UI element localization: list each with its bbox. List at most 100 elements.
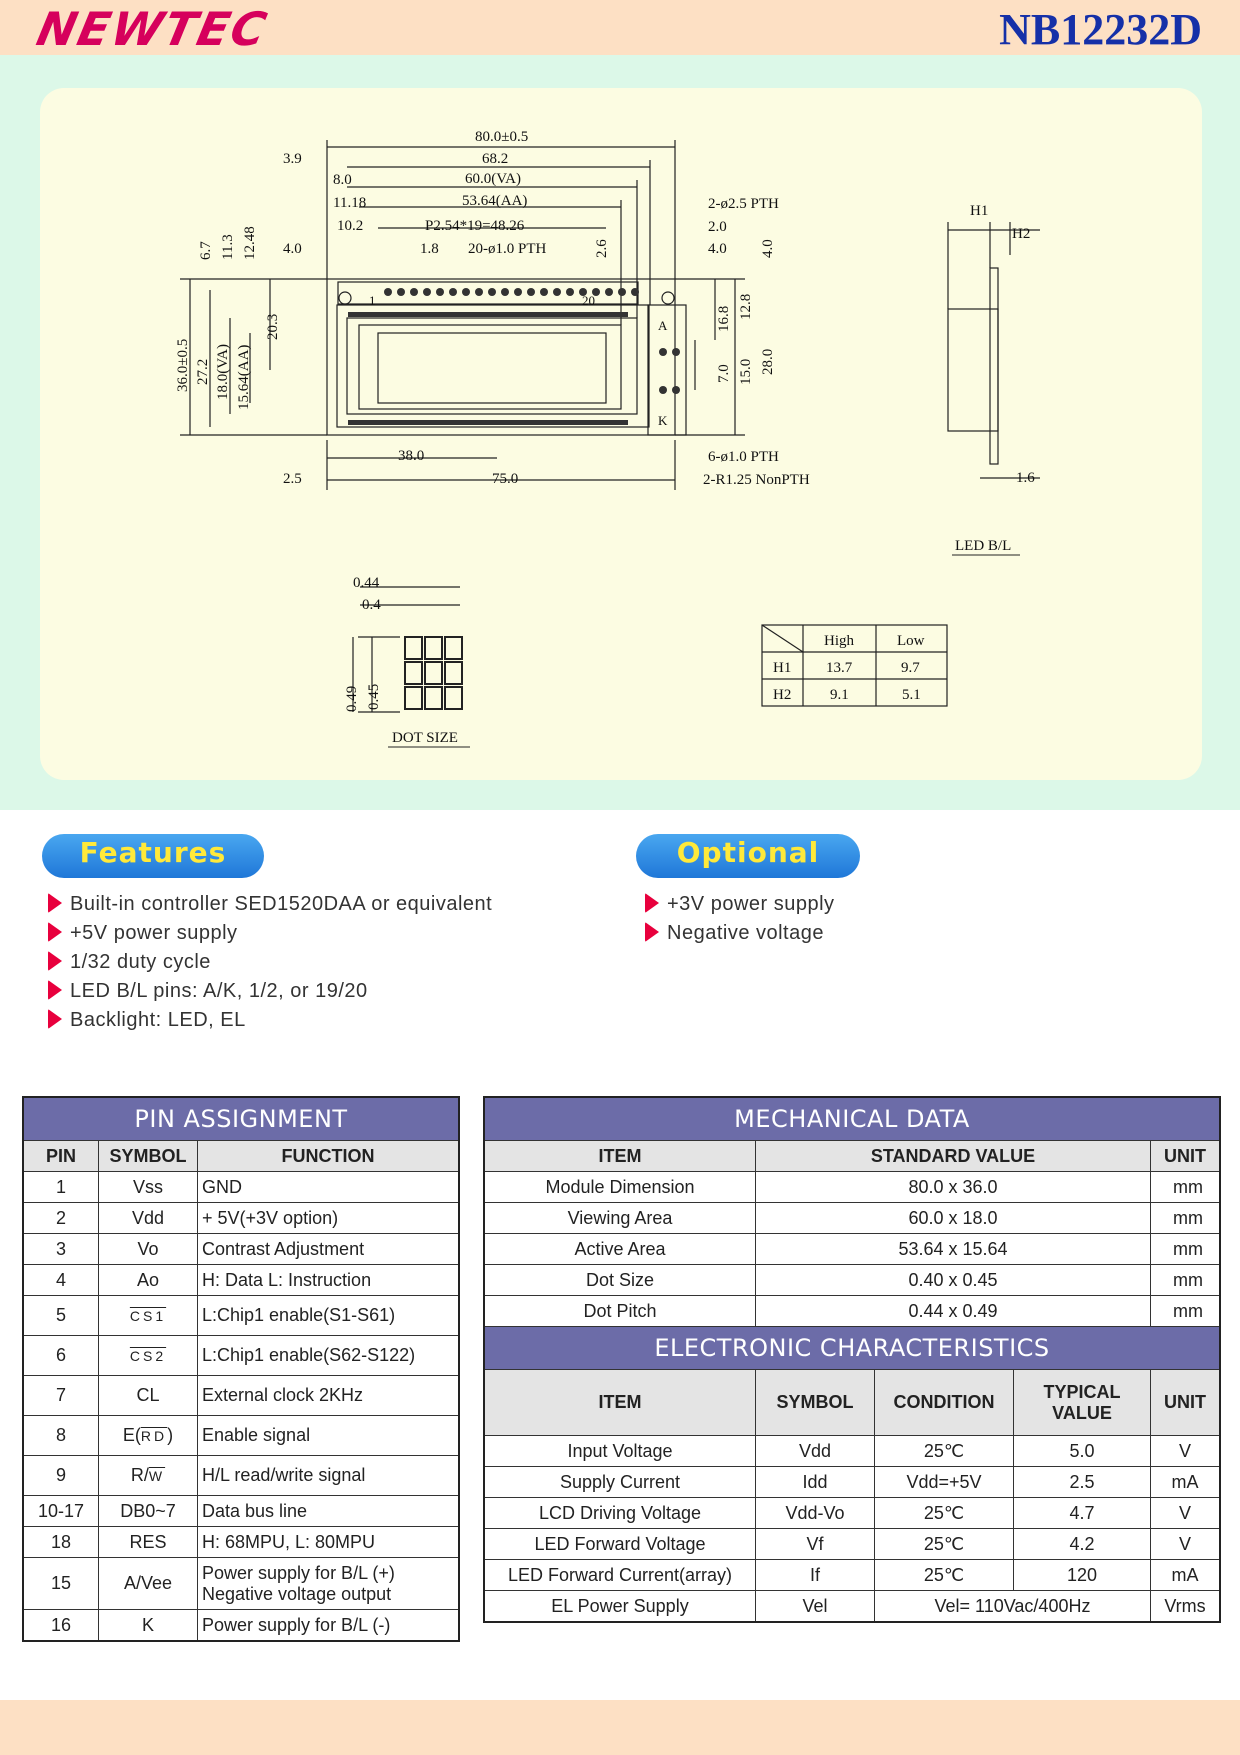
- pin-label: 20: [582, 293, 595, 308]
- dim-label: 15.64(AA): [236, 345, 252, 410]
- column-header: ITEM: [483, 1140, 756, 1172]
- features-heading: Features: [42, 834, 264, 878]
- hl-row-label: H1: [773, 660, 791, 676]
- dim-label: 12.48: [242, 226, 258, 260]
- features-list: Built-in controller SED1520DAA or equiva…: [48, 890, 492, 1035]
- column-header: SYMBOL: [755, 1369, 875, 1436]
- table-title: MECHANICAL DATA: [483, 1096, 1221, 1141]
- dim-label: 18.0(VA): [215, 344, 231, 400]
- hl-row-low: 5.1: [902, 687, 921, 703]
- column-header: UNIT: [1150, 1369, 1221, 1436]
- side-h2-label: H2: [1012, 226, 1030, 242]
- bullet-icon: [48, 951, 62, 971]
- dim-label: 11.3: [220, 234, 236, 260]
- bullet-icon: [645, 922, 659, 942]
- list-item: 1/32 duty cycle: [48, 948, 492, 977]
- dim-label: 1.8: [420, 241, 439, 257]
- dim-label: 2-R1.25 NonPTH: [703, 472, 810, 488]
- optional-list: +3V power supply Negative voltage: [645, 890, 835, 948]
- column-header: SYMBOL: [98, 1140, 198, 1172]
- dim-label: 53.64(AA): [462, 193, 527, 209]
- hl-row-high: 13.7: [826, 660, 853, 676]
- dim-label: 68.2: [482, 151, 508, 167]
- dim-label: 4.0: [708, 241, 727, 257]
- dim-label: 6.7: [198, 241, 214, 260]
- column-header: ITEM: [483, 1369, 756, 1436]
- dim-label: 28.0: [760, 349, 776, 375]
- dim-label: 20.3: [265, 314, 281, 340]
- hl-row-label: H2: [773, 687, 791, 703]
- list-item: Negative voltage: [645, 919, 835, 948]
- mechanical-data-table: MECHANICAL DATA ITEM STANDARD VALUE UNIT…: [483, 1096, 1221, 1623]
- model-number: NB12232D: [999, 5, 1202, 54]
- dim-label: 6-ø1.0 PTH: [708, 449, 779, 465]
- dim-label: 60.0(VA): [465, 171, 521, 187]
- dim-label: 36.0±0.5: [175, 339, 191, 392]
- dim-label: 4.0: [760, 239, 776, 258]
- dim-label: 10.2: [337, 218, 363, 234]
- dim-label: 2.5: [283, 471, 302, 487]
- mechanical-drawing: 80.0±0.5 68.2 60.0(VA) 53.64(AA) P2.54*1…: [175, 129, 1040, 748]
- led-bl-caption: LED B/L: [955, 538, 1011, 554]
- list-item: +3V power supply: [645, 890, 835, 919]
- pin-label: A: [658, 318, 668, 333]
- dim-label: 15.0: [738, 359, 754, 385]
- dim-label: 27.2: [195, 359, 211, 385]
- bullet-icon: [48, 893, 62, 913]
- column-header: UNIT: [1150, 1140, 1221, 1172]
- dim-label: 8.0: [333, 172, 352, 188]
- dim-label: 3.9: [283, 151, 302, 167]
- column-header: STANDARD VALUE: [755, 1140, 1151, 1172]
- dot-pitch-x: 0.44: [353, 575, 380, 591]
- bullet-icon: [48, 922, 62, 942]
- table-title: PIN ASSIGNMENT: [22, 1096, 460, 1141]
- dot-size-y: 0.45: [366, 684, 382, 710]
- list-item: Built-in controller SED1520DAA or equiva…: [48, 890, 492, 919]
- dot-pitch-y: 0.49: [344, 686, 360, 712]
- hl-header-low: Low: [897, 633, 925, 649]
- optional-heading: Optional: [636, 834, 860, 878]
- dot-size-x: 0.4: [362, 597, 381, 613]
- list-item: +5V power supply: [48, 919, 492, 948]
- dot-size-caption: DOT SIZE: [392, 730, 458, 746]
- dim-label: 2.6: [594, 239, 610, 258]
- bullet-icon: [645, 893, 659, 913]
- dim-label: 38.0: [398, 448, 424, 464]
- bullet-icon: [48, 980, 62, 1000]
- pin-label: K: [658, 413, 668, 428]
- bullet-icon: [48, 1009, 62, 1029]
- list-item: Backlight: LED, EL: [48, 1006, 492, 1035]
- table-title: ELECTRONIC CHARACTERISTICS: [483, 1326, 1221, 1370]
- overlined-symbol: CS1: [129, 1308, 167, 1324]
- side-thickness-label: 1.6: [1016, 470, 1035, 486]
- dim-label: 2-ø2.5 PTH: [708, 196, 779, 212]
- hl-row-high: 9.1: [830, 687, 849, 703]
- list-item: LED B/L pins: A/K, 1/2, or 19/20: [48, 977, 492, 1006]
- overlined-symbol: CS2: [129, 1348, 167, 1364]
- dim-label: 11.18: [333, 195, 366, 211]
- side-h1-label: H1: [970, 203, 988, 219]
- dim-label: P2.54*19=48.26: [425, 218, 525, 234]
- dim-label: 12.8: [738, 294, 754, 320]
- footer-bar: [0, 1700, 1240, 1755]
- dim-label: 16.8: [716, 306, 732, 332]
- hl-header-high: High: [824, 633, 855, 649]
